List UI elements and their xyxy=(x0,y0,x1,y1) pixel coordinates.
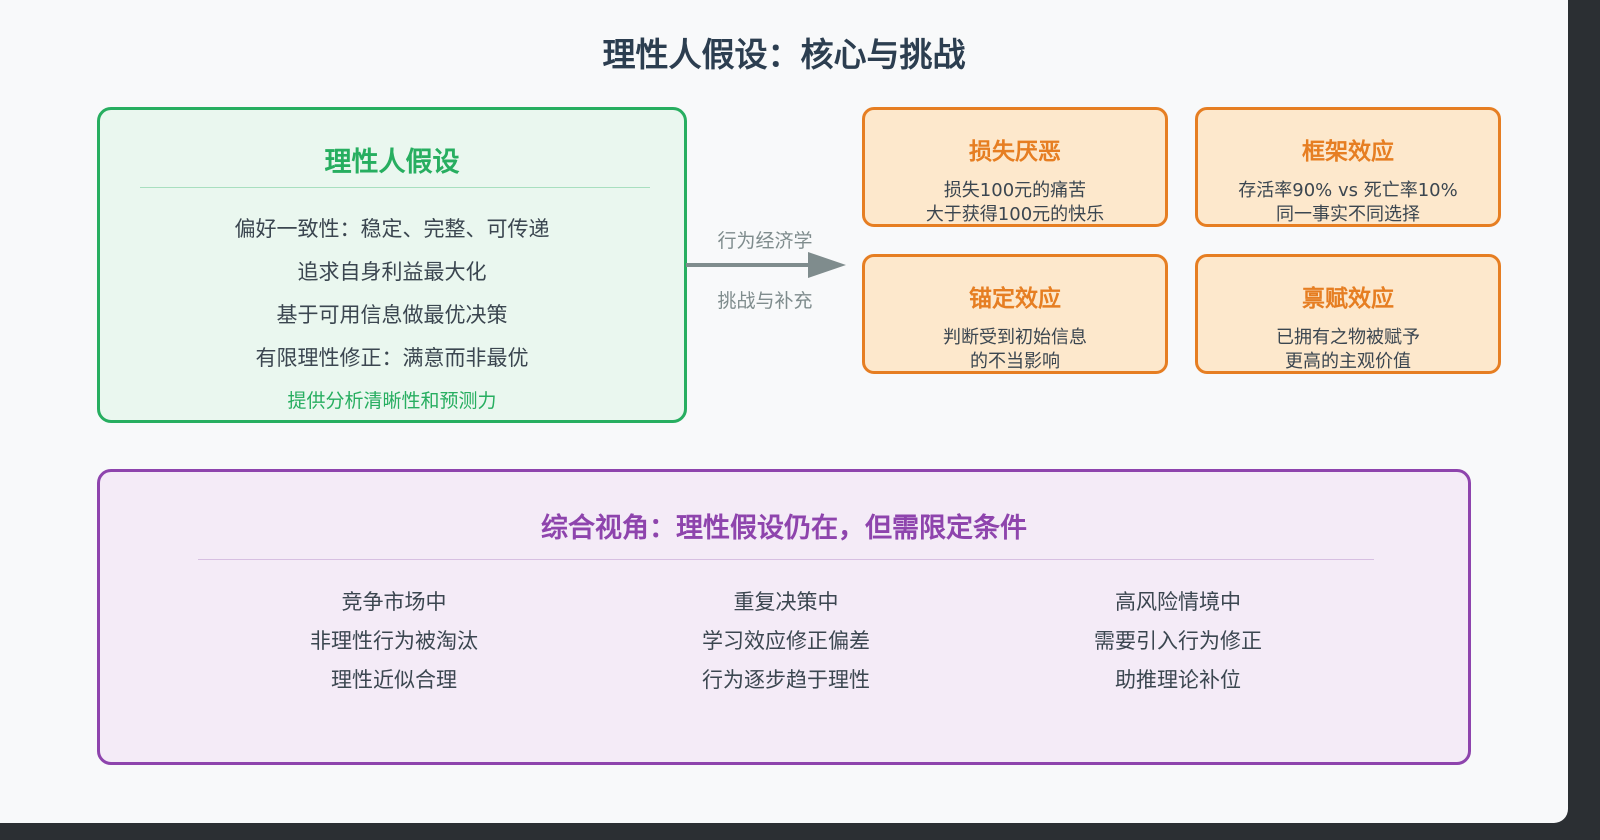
rational-point: 追求自身利益最大化 xyxy=(297,260,487,284)
effect-card-title: 禀赋效应 xyxy=(1302,286,1394,312)
summary-title: 综合视角：理性假设仍在，但需限定条件 xyxy=(541,513,1027,544)
rational-box-title: 理性人假设 xyxy=(324,147,460,178)
effect-card-framing: 框架效应 存活率90% vs 死亡率10% 同一事实不同选择 xyxy=(1195,107,1501,227)
summary-line: 理性近似合理 xyxy=(331,668,457,692)
summary-line: 非理性行为被淘汰 xyxy=(310,629,478,653)
rational-points-list: 偏好一致性：稳定、完整、可传递 追求自身利益最大化 基于可用信息做最优决策 有限… xyxy=(100,208,684,380)
rational-box-note: 提供分析清晰性和预测力 xyxy=(287,390,497,412)
summary-line: 需要引入行为修正 xyxy=(1094,629,1262,653)
effect-card-line: 更高的主观价值 xyxy=(1285,351,1411,372)
effect-card-title: 锚定效应 xyxy=(969,286,1061,312)
summary-line: 高风险情境中 xyxy=(1115,590,1241,614)
summary-column-repeated: 重复决策中 学习效应修正偏差 行为逐步趋于理性 xyxy=(636,583,936,700)
effect-card-line: 判断受到初始信息 xyxy=(943,327,1087,348)
rational-assumption-box: 理性人假设 偏好一致性：稳定、完整、可传递 追求自身利益最大化 基于可用信息做最… xyxy=(97,107,687,423)
summary-line: 学习效应修正偏差 xyxy=(702,629,870,653)
effect-card-loss-aversion: 损失厌恶 损失100元的痛苦 大于获得100元的快乐 xyxy=(862,107,1168,227)
rational-point: 基于可用信息做最优决策 xyxy=(276,303,508,327)
summary-column-high-risk: 高风险情境中 需要引入行为修正 助推理论补位 xyxy=(1028,583,1328,700)
rational-box-divider xyxy=(140,187,650,188)
effect-card-line: 的不当影响 xyxy=(970,351,1060,372)
diagram-canvas: 理性人假设：核心与挑战 理性人假设 偏好一致性：稳定、完整、可传递 追求自身利益… xyxy=(0,0,1568,823)
effect-card-endowment: 禀赋效应 已拥有之物被赋予 更高的主观价值 xyxy=(1195,254,1501,374)
effect-card-line: 同一事实不同选择 xyxy=(1276,204,1420,225)
summary-line: 竞争市场中 xyxy=(341,590,447,614)
summary-line: 重复决策中 xyxy=(733,590,839,614)
effect-card-title: 框架效应 xyxy=(1302,139,1394,165)
arrow-label-top: 行为经济学 xyxy=(717,230,813,252)
summary-divider xyxy=(198,559,1374,560)
effect-card-line: 大于获得100元的快乐 xyxy=(925,204,1105,225)
summary-box: 综合视角：理性假设仍在，但需限定条件 竞争市场中 非理性行为被淘汰 理性近似合理… xyxy=(97,469,1471,765)
summary-line: 行为逐步趋于理性 xyxy=(702,668,870,692)
effect-card-line: 存活率90% vs 死亡率10% xyxy=(1238,180,1458,201)
page-title: 理性人假设：核心与挑战 xyxy=(602,35,966,74)
effect-card-line: 已拥有之物被赋予 xyxy=(1276,327,1420,348)
right-arrow-icon xyxy=(686,252,846,278)
summary-line: 助推理论补位 xyxy=(1115,668,1241,692)
rational-point: 有限理性修正：满意而非最优 xyxy=(255,346,529,370)
summary-column-competition: 竞争市场中 非理性行为被淘汰 理性近似合理 xyxy=(244,583,544,700)
rational-point: 偏好一致性：稳定、完整、可传递 xyxy=(234,217,550,241)
effect-card-title: 损失厌恶 xyxy=(969,139,1061,165)
arrow-label-bottom: 挑战与补充 xyxy=(717,290,813,312)
effect-card-line: 损失100元的痛苦 xyxy=(943,180,1087,201)
effect-card-anchoring: 锚定效应 判断受到初始信息 的不当影响 xyxy=(862,254,1168,374)
